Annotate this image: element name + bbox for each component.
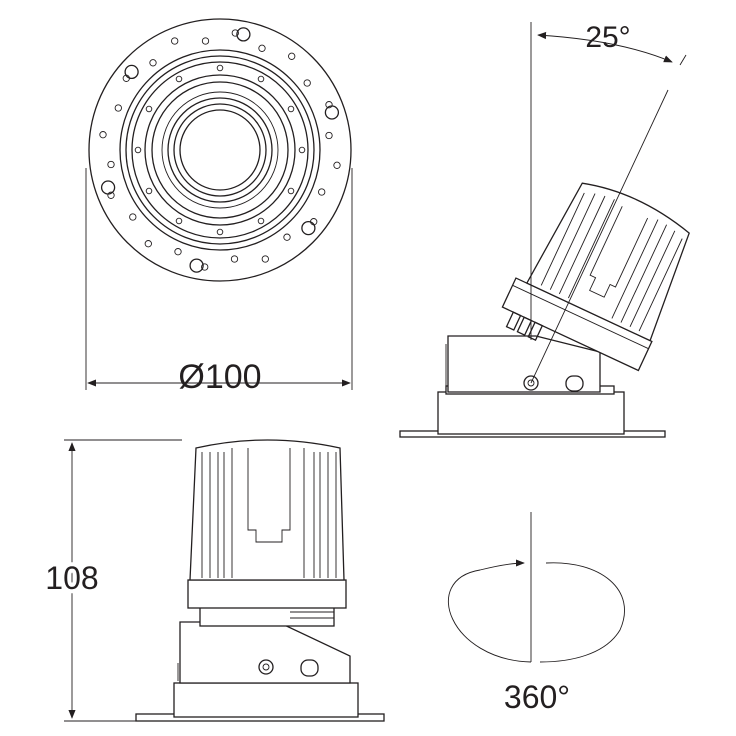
hole: [325, 101, 333, 109]
height-label: 108: [45, 560, 98, 596]
hole: [303, 79, 311, 87]
tilted-side-view: 25°: [399, 21, 690, 438]
hole-inner: [175, 75, 183, 83]
hole: [230, 255, 239, 263]
hole: [283, 233, 291, 241]
side-view: [135, 439, 385, 722]
hole-large: [236, 27, 251, 42]
tilt-angle-label: 25°: [585, 21, 630, 54]
hole-large: [189, 258, 204, 273]
hole: [201, 37, 210, 45]
hole-large: [324, 105, 340, 120]
hole: [318, 188, 326, 196]
top-view: [88, 18, 352, 282]
rotation-angle-label: 360°: [504, 679, 570, 715]
hole: [174, 248, 182, 256]
hole-large: [301, 220, 316, 236]
hole: [107, 160, 115, 169]
hole-inner: [134, 146, 142, 154]
hole: [99, 131, 107, 139]
hole-inner: [298, 146, 306, 154]
heatsink-fins: [201, 452, 337, 578]
hole-inner: [287, 187, 295, 195]
hole-inner: [257, 217, 265, 225]
hole: [129, 213, 137, 221]
hole: [171, 37, 179, 45]
hole: [325, 131, 333, 140]
hole-inner: [145, 105, 153, 113]
hole: [201, 263, 209, 271]
hole: [288, 52, 296, 60]
rotation-symbol: 360°: [447, 512, 625, 715]
hole: [231, 29, 239, 37]
diameter-label: Ø100: [178, 358, 261, 396]
hole-inner: [216, 228, 224, 236]
mounting-holes: [99, 27, 341, 273]
hole-large: [124, 64, 139, 80]
hole: [258, 44, 266, 52]
hole-inner: [216, 64, 224, 72]
hole: [107, 191, 115, 199]
hole: [149, 59, 157, 67]
hole: [114, 104, 122, 112]
hole-inner: [257, 75, 265, 83]
hole-large: [100, 180, 116, 195]
hole: [144, 240, 152, 248]
hole-inner: [175, 217, 183, 225]
diameter-dimension: Ø100: [85, 168, 353, 396]
hole: [261, 255, 269, 263]
hole-inner: [287, 105, 295, 113]
height-dimension: 108: [41, 439, 182, 722]
hole-inner: [145, 187, 153, 195]
hole: [333, 161, 341, 169]
